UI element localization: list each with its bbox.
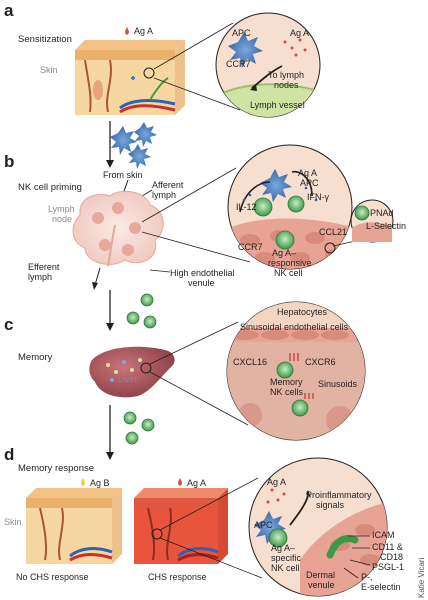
zoom-c-hepatocytes: Hepatocytes	[277, 307, 328, 317]
zoom-a: APC Ag A CCR7 To lymph nodes Lymph vesse…	[215, 12, 321, 118]
panel-d: d Memory response Ag B Ag A Skin	[4, 445, 404, 597]
zoom-d-receptor-labels: ICAM CD11 & CD18 PSGL-1 P-, E-selectin	[343, 530, 404, 592]
zoom-d-cd11-2: CD18	[380, 552, 403, 562]
antigen-a-drop-icon	[178, 478, 182, 486]
panel-d-tissue: Skin	[4, 517, 22, 527]
circulating-nk-icons	[123, 411, 155, 445]
panel-c: c Memory Liver	[4, 301, 366, 460]
panel-d-antigen-a: Ag A	[187, 478, 206, 488]
panel-a-title: Sensitization	[18, 34, 72, 45]
panel-b-letter: b	[4, 152, 14, 171]
zoom-b-ccl21: CCL21	[319, 227, 347, 237]
zoom-b: Ag A APC IL-12 IFN-γ CCL21 CCR7 Ag A– re…	[227, 144, 353, 278]
panel-d-letter: d	[4, 445, 14, 464]
zoom-c-endothelial: Sinusoidal endothelial cells	[240, 322, 349, 332]
zoom-a-vessel-label: Lymph vessel	[250, 100, 305, 110]
nk-cell-icon	[253, 197, 273, 217]
panel-d-title: Memory response	[18, 463, 94, 474]
zoom-c-cxcl16: CXCL16	[233, 357, 267, 367]
zoom-a-ccr7-label: CCR7	[226, 59, 251, 69]
panel-c-letter: c	[4, 315, 13, 334]
zoom-d-proinflam-1: Proinflammatory	[306, 490, 372, 500]
panel-a-tissue-label: Skin	[40, 65, 58, 75]
zoom-b-ag-2: APC	[300, 178, 319, 188]
zoom-d-venule-1: Dermal	[306, 570, 335, 580]
zoom-b-ccr7: CCR7	[238, 242, 263, 252]
zoom-b-ag-1: Ag A	[298, 168, 317, 178]
zoom-d-apc: APC	[254, 520, 273, 530]
panel-d-chs: CHS response	[148, 572, 207, 582]
zoom-b-nk-1: Ag A–	[272, 248, 296, 258]
zoom-b-pnad: PNAd	[370, 208, 394, 218]
panel-a-letter: a	[4, 1, 14, 20]
zoom-d-venule-2: venule	[308, 580, 335, 590]
panel-b: b NK cell priming From skin Afferent lym…	[4, 144, 406, 331]
nk-cell-icon	[354, 205, 370, 221]
liver-icon	[89, 346, 175, 398]
antigen-b-drop-icon	[81, 478, 85, 486]
zoom-d-antigen: Ag A	[267, 477, 286, 487]
panel-b-hev-2: venule	[188, 278, 215, 288]
zoom-b-inset: PNAd L-Selectin	[324, 199, 406, 254]
zoom-b-il12: IL-12	[236, 202, 257, 212]
zoom-b-nk-2: responsive	[268, 258, 312, 268]
zoom-d: Ag A Proinflammatory signals APC Ag A– s…	[248, 457, 388, 597]
panel-b-hev-1: High endothelial	[170, 268, 235, 278]
zoom-a-antigen-label: Ag A	[290, 28, 309, 38]
zoom-c: Hepatocytes Sinusoidal endothelial cells…	[226, 301, 366, 441]
zoom-d-selectin-2: E-selectin	[361, 582, 401, 592]
migrating-apc-icons	[110, 122, 157, 169]
zoom-a-arrow-label-1: To lymph	[268, 70, 304, 80]
migrating-nk-icons	[126, 293, 157, 329]
panel-b-afferent-1: Afferent	[152, 180, 184, 190]
panel-a: a Sensitization Ag A Skin	[4, 1, 321, 169]
apc-cell-icon	[260, 169, 292, 202]
skin-block-no-chs	[26, 488, 122, 564]
panel-d-antigen-b: Ag B	[90, 478, 110, 488]
panel-c-title: Memory	[18, 352, 53, 363]
nk-cell-icon	[268, 528, 288, 548]
zoom-a-apc-label: APC	[232, 28, 251, 38]
panel-b-efferent-1: Efferent	[28, 262, 60, 272]
zoom-d-proinflam-2: signals	[316, 500, 345, 510]
zoom-d-cd11-1: CD11 &	[372, 542, 403, 552]
nk-cell-icon	[276, 361, 294, 379]
zoom-c-memory-1: Memory	[270, 377, 303, 387]
panel-b-efferent-2: lymph	[28, 272, 52, 282]
zoom-c-sinusoids: Sinusoids	[318, 379, 358, 389]
zoom-d-nk-1: Ag A–	[271, 543, 295, 553]
panel-b-title: NK cell priming	[18, 182, 82, 193]
lymph-node-icon	[72, 190, 164, 267]
panel-b-node-2: node	[52, 214, 72, 224]
panel-b-node-1: Lymph	[48, 204, 75, 214]
panel-a-antigen-label: Ag A	[134, 26, 153, 36]
zoom-d-icam: ICAM	[372, 530, 395, 540]
illustrator-credit: Katie Vicari	[417, 557, 426, 598]
antigen-drop-icon	[125, 27, 129, 35]
panel-b-afferent-2: lymph	[152, 190, 176, 200]
zoom-c-cxcr6: CXCR6	[305, 357, 336, 367]
nk-cell-icon	[275, 230, 295, 250]
zoom-d-nk-3: NK cell	[271, 563, 300, 573]
zoom-d-psgl: PSGL-1	[372, 562, 404, 572]
skin-block-a	[75, 40, 185, 115]
apc-cell-icon	[228, 32, 263, 68]
zoom-c-memory-2: NK cells	[270, 387, 304, 397]
zoom-a-arrow-label-2: nodes	[274, 80, 299, 90]
panel-d-no-chs: No CHS response	[16, 572, 89, 582]
zoom-d-nk-2: specific	[271, 553, 302, 563]
skin-block-chs	[134, 488, 228, 564]
zoom-b-nk-3: NK cell	[274, 268, 303, 278]
nk-cell-icon	[291, 399, 309, 417]
panel-b-from-skin: From skin	[103, 170, 143, 180]
zoom-b-ifn: IFN-γ	[307, 192, 329, 202]
panel-c-organ: Liver	[118, 374, 138, 384]
nk-cell-icon	[287, 195, 305, 213]
zoom-b-lselectin: L-Selectin	[366, 221, 406, 231]
zoom-d-selectin-1: P-,	[361, 572, 373, 582]
